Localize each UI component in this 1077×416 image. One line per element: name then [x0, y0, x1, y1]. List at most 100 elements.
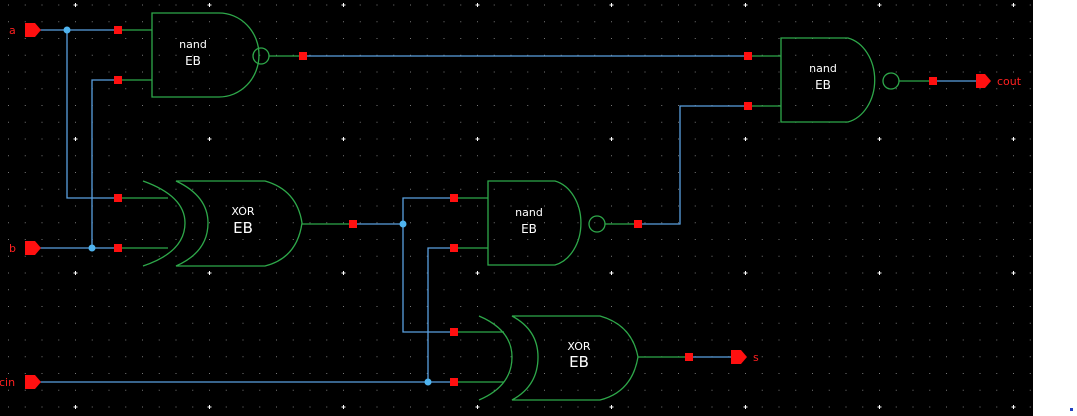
grid-dot [460, 373, 462, 374]
xor-gate-2[interactable] [478, 315, 639, 401]
grid-dot [912, 373, 914, 374]
grid-dot [41, 255, 43, 257]
grid-dot [175, 306, 177, 307]
grid-dot [91, 373, 93, 374]
nand-gate-3[interactable] [780, 37, 900, 123]
grid-dot [594, 389, 596, 391]
grid-dot [544, 373, 545, 374]
wire-a-branch[interactable] [66, 30, 118, 199]
grid-dot [8, 88, 9, 90]
grid-dot [862, 322, 864, 324]
grid-dot [594, 406, 596, 408]
nand-gate-2[interactable] [487, 180, 606, 266]
grid-dot [1013, 373, 1014, 374]
grid-dot [862, 222, 864, 224]
grid-dot [460, 222, 462, 224]
grid-dot [276, 88, 277, 90]
grid-dot [795, 373, 797, 374]
grid-dot [694, 71, 696, 73]
grid-dot [376, 406, 378, 408]
grid-dot [1029, 188, 1031, 190]
wire-b-branch[interactable] [91, 79, 118, 248]
grid-dot [544, 322, 545, 324]
grid-dot [661, 406, 663, 408]
grid-dot [309, 389, 311, 391]
grid-dot [108, 54, 110, 56]
grid-dot [828, 306, 830, 307]
input-pin-a[interactable]: a [9, 23, 41, 37]
grid-dot [443, 289, 445, 291]
grid-dot [426, 255, 428, 257]
grid-dot [946, 138, 947, 140]
output-pin-s[interactable]: s [731, 350, 759, 364]
grid-dot [1013, 172, 1014, 173]
grid-dot [359, 356, 361, 358]
grid-dot [895, 389, 897, 391]
grid-dot [276, 222, 277, 224]
output-pin-cout[interactable]: cout [976, 74, 1022, 88]
grid-dot [158, 272, 160, 274]
grid-dot [728, 322, 730, 324]
grid-dot [326, 38, 328, 39]
grid-dot [745, 255, 746, 257]
wire-xor1-to-nand2[interactable] [402, 197, 454, 224]
wire-cin-branch[interactable] [427, 247, 454, 382]
grid-dot [996, 255, 998, 257]
grid-dot [192, 239, 194, 240]
gate-pins [118, 29, 933, 383]
grid-dot [292, 71, 294, 73]
grid-dot [125, 389, 127, 391]
grid-dot [58, 71, 60, 73]
grid-dot [410, 172, 411, 173]
grid-dot [962, 21, 964, 23]
grid-dot [510, 272, 512, 274]
grid-dot [996, 339, 998, 341]
grid-dot [24, 38, 26, 39]
grid-major-mark [743, 271, 748, 275]
grid-dot [1013, 389, 1014, 391]
wire-nand2-out[interactable] [638, 105, 748, 225]
grid-dot [493, 272, 495, 274]
grid-dot [443, 21, 445, 23]
grid-dot [761, 339, 763, 341]
grid-dot [242, 239, 244, 240]
grid-dot [678, 406, 679, 408]
grid-dot [24, 4, 26, 6]
grid-dot [343, 172, 344, 173]
grid-major-mark [207, 271, 212, 275]
grid-dot [778, 389, 780, 391]
grid-dot [58, 322, 60, 324]
grid-dot [477, 172, 478, 173]
grid-dot [225, 121, 227, 123]
nand-gate-1[interactable] [151, 12, 270, 98]
grid-dot [879, 356, 880, 358]
grid-dot [979, 239, 981, 240]
input-pin-cin[interactable]: cin [0, 375, 41, 389]
grid-dot [393, 105, 395, 106]
grid-dot [158, 222, 160, 224]
grid-dot [343, 155, 344, 157]
grid-dot [962, 4, 964, 6]
grid-dot [376, 88, 378, 90]
grid-major-mark [341, 3, 346, 7]
grid-dot [175, 289, 177, 291]
grid-dot [343, 289, 344, 291]
grid-dot [711, 289, 713, 291]
grid-dot [91, 339, 93, 341]
wire-xor1-to-xor2[interactable] [402, 224, 454, 333]
grid-dot [828, 205, 830, 207]
grid-dot [393, 306, 395, 307]
schematic-canvas[interactable]: nand EB XOR EB nand EB XOR EB nand EB [0, 0, 1033, 416]
input-pin-b[interactable]: b [9, 241, 41, 255]
grid-dot [443, 71, 445, 73]
grid-dot [510, 373, 512, 374]
grid-dot [594, 88, 596, 90]
grid-major-mark [609, 405, 614, 409]
grid-dot [644, 289, 646, 291]
grid-dot [962, 406, 964, 408]
xor-gate-1[interactable] [142, 180, 303, 267]
grid-dot [527, 21, 529, 23]
grid-dot [544, 188, 545, 190]
grid-dot [845, 373, 847, 374]
grid-dot [125, 121, 127, 123]
